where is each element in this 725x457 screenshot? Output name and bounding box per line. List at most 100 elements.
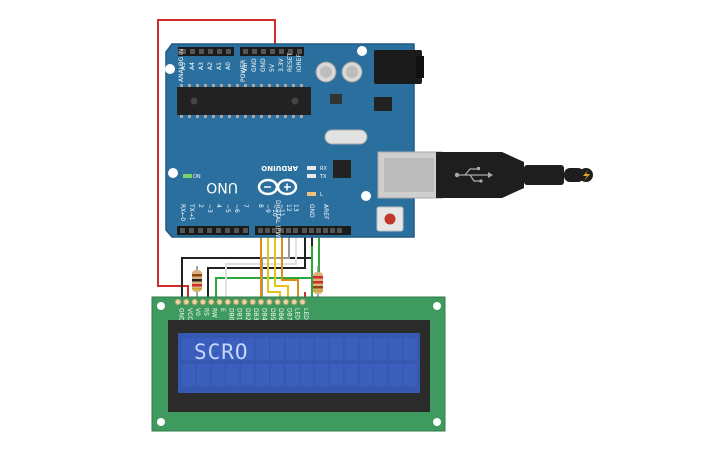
wire-yellow-1[interactable]	[267, 233, 281, 300]
lcd-pin-label: DB5	[269, 308, 276, 321]
lcd-pin[interactable]	[216, 298, 223, 306]
digital-pin-label: ~6	[233, 204, 240, 213]
atmega-chip	[177, 84, 311, 118]
wire-gnd-black[interactable]	[181, 233, 313, 300]
lcd-cell	[241, 364, 255, 386]
lcd-cell	[241, 338, 255, 360]
lcd-cell	[270, 338, 284, 360]
power-pin-label: 5V	[269, 63, 276, 72]
digital-pin-label: 7	[242, 204, 249, 208]
lcd-cell	[330, 364, 343, 386]
lcd-pin[interactable]	[291, 298, 298, 306]
lcd-cell	[374, 364, 388, 386]
lcd-pin[interactable]	[257, 298, 265, 306]
model-label: UNO	[206, 179, 238, 195]
digital-pin-label: 12	[285, 204, 292, 212]
lcd-pin-label: DB4	[261, 308, 268, 321]
lcd-pin[interactable]	[183, 298, 190, 306]
lcd-pin-label: DB1	[236, 308, 243, 321]
digital-pin-label: 13	[292, 204, 299, 212]
lcd-pin[interactable]	[249, 298, 256, 306]
lcd-cell	[182, 338, 195, 360]
lcd-cell	[300, 364, 314, 386]
lcd-cell	[359, 364, 373, 386]
digital-pin-label: 4	[215, 204, 222, 208]
power-pin-label: GND	[251, 58, 258, 72]
tx-led	[307, 174, 316, 178]
lcd-cell	[344, 364, 358, 386]
digital-pin-label: RX←0	[179, 204, 186, 221]
lcd-pin[interactable]	[266, 298, 273, 306]
power-header[interactable]	[240, 47, 304, 56]
l-led	[307, 192, 316, 196]
l-label: L	[320, 192, 323, 198]
digital-pin-label: ~10	[271, 204, 278, 217]
analog-header[interactable]	[178, 47, 234, 56]
digital-pin-label: ~3	[206, 204, 213, 213]
lcd-cell	[270, 364, 284, 386]
rx-label: RX	[320, 166, 327, 172]
lcd-pin-label: DB7	[285, 308, 292, 321]
lcd-pin-label: E	[219, 308, 226, 312]
lcd-pin[interactable]	[299, 298, 306, 306]
lcd-cell	[196, 364, 210, 386]
lcd-cell	[196, 338, 210, 360]
power-pin-label: RESET	[287, 52, 294, 72]
lcd-cell	[404, 364, 417, 386]
digital-pin-label: GND	[308, 204, 315, 218]
lcd-cell	[300, 338, 314, 360]
lcd-pin-label: DB3	[252, 308, 259, 321]
lcd-cell	[226, 364, 240, 386]
lcd-cell	[359, 338, 373, 360]
digital-pin-label: AREF	[322, 204, 329, 220]
lcd-pin[interactable]	[233, 298, 240, 306]
lcd-pin-label: LED	[294, 308, 301, 320]
mounting-hole	[165, 64, 175, 74]
mounting-hole	[157, 418, 165, 426]
lcd-pin-label: DB2	[244, 308, 251, 321]
lcd-pin[interactable]	[282, 298, 289, 306]
lcd-cell	[344, 338, 358, 360]
lcd-cell	[404, 338, 417, 360]
lcd-display-text: SCRO	[194, 340, 249, 364]
lcd-character-grid	[182, 338, 417, 386]
lcd-pin-label: DB6	[277, 308, 284, 321]
brand-label: ARDUINO	[261, 164, 298, 172]
lcd-pin-header[interactable]	[174, 298, 306, 306]
usb-cable[interactable]	[377, 151, 593, 199]
analog-pin-label: A2	[207, 62, 214, 70]
lcd-cell	[211, 338, 225, 360]
lcd-cell	[285, 364, 299, 386]
analog-pin-label: A3	[198, 62, 205, 70]
arduino-logo-icon	[257, 178, 298, 196]
wire-yellow-2[interactable]	[274, 233, 289, 300]
lcd-pin-label: V0	[194, 308, 201, 316]
wire-5v-red[interactable]	[157, 19, 276, 300]
digital-header[interactable]	[177, 226, 351, 235]
lcd-cell	[330, 338, 343, 360]
resistor-right[interactable]	[313, 266, 323, 300]
lcd-pin[interactable]	[174, 298, 182, 306]
lcd-pin[interactable]	[241, 298, 248, 306]
digital-pin-label: ~11	[278, 204, 285, 217]
digital-pin-label: 2	[197, 204, 204, 208]
small-chip	[330, 94, 342, 104]
lcd-cell	[226, 338, 240, 360]
reset-button[interactable]	[376, 206, 404, 232]
wire-gnd-black-2[interactable]	[207, 233, 306, 300]
lcd-pin[interactable]	[199, 298, 206, 306]
lcd-pin[interactable]	[191, 298, 198, 306]
rx-led	[307, 166, 316, 170]
lcd-pin[interactable]	[274, 298, 281, 306]
lightning-icon	[583, 170, 590, 181]
dc-power-jack[interactable]	[374, 50, 424, 84]
lcd-pin[interactable]	[208, 298, 215, 306]
lcd-pin[interactable]	[224, 298, 231, 306]
wire-orange-2[interactable]	[281, 233, 299, 300]
resistor-left[interactable]	[192, 266, 202, 300]
